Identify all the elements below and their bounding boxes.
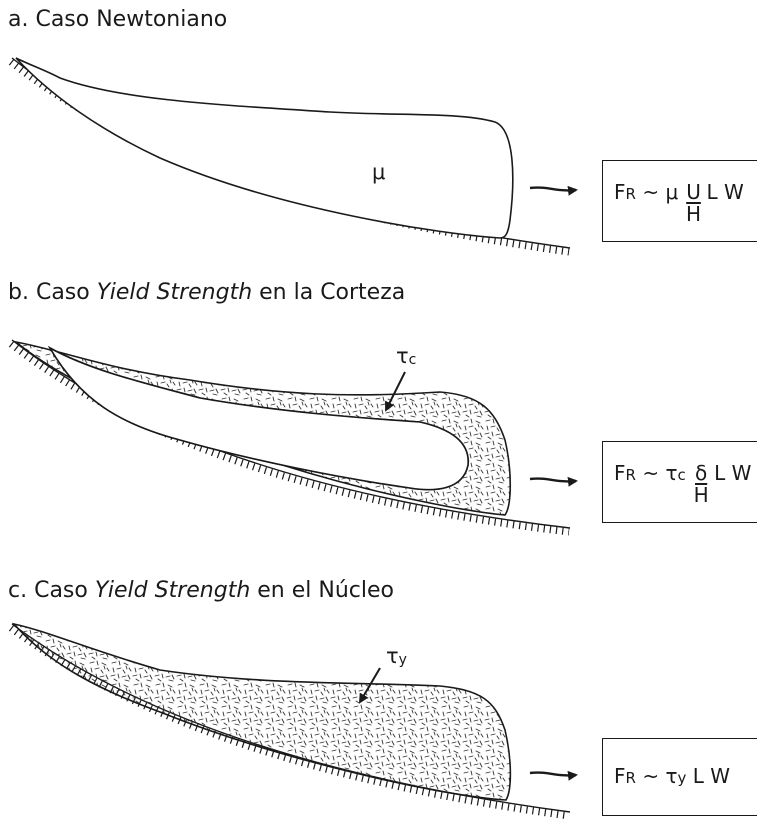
viscosity-symbol-a: μ (372, 160, 385, 188)
panel-c-heading-italic: Yield Strength (95, 578, 250, 603)
panel-a-heading: a. Caso Newtoniano (8, 7, 227, 33)
panel-c-heading: c. Caso Yield Strength en el Núcleo (8, 578, 394, 604)
flow-body-c (14, 624, 510, 800)
panel-b-heading-italic: Yield Strength (97, 280, 252, 305)
panel-b-heading: b. Caso Yield Strength en la Corteza (8, 280, 405, 306)
crust-yield-symbol: τc (396, 344, 416, 372)
flow-outline-a (16, 58, 513, 238)
core-yield-symbol: τy (386, 644, 407, 672)
formula-c: FR ~ τy L W (614, 764, 730, 790)
flow-arrow-a (530, 188, 576, 191)
panel-a-heading-text: a. Caso Newtoniano (8, 7, 227, 32)
flow-arrow-c (530, 773, 576, 776)
flow-arrow-b (530, 479, 576, 482)
